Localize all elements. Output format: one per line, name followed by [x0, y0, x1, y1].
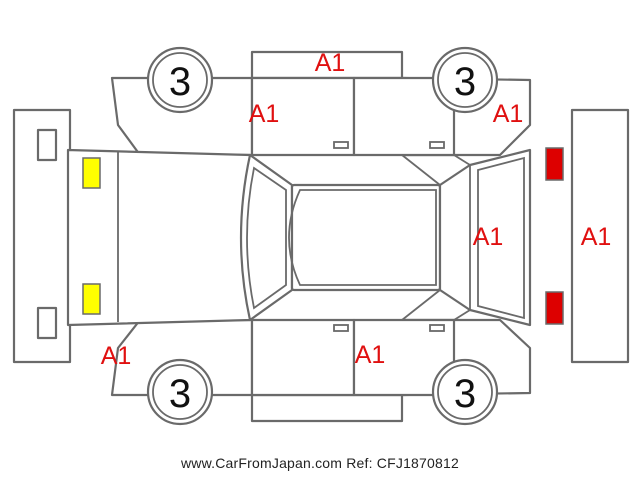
right-side-panels	[110, 318, 532, 423]
tire-grade-front-left: 3	[169, 60, 191, 104]
tire-grade-front-right: 3	[169, 372, 191, 416]
wheel-front-left: 3	[146, 46, 214, 114]
damage-code-right-door: A1	[355, 341, 386, 369]
front-right-light	[82, 283, 101, 315]
wheel-rear-right: 3	[431, 358, 499, 426]
rear-lights	[545, 147, 564, 325]
wheel-rear-left: 3	[431, 46, 499, 114]
damage-code-roof: A1	[315, 49, 346, 77]
wheel-front-right: 3	[146, 358, 214, 426]
front-bumper	[12, 108, 72, 364]
rear-left-light	[545, 147, 564, 181]
damage-code-rear-bumper: A1	[581, 223, 612, 251]
damage-code-front-left-fender: A1	[249, 100, 280, 128]
damage-code-rear-glass: A1	[473, 223, 504, 251]
tire-grade-rear-left: 3	[454, 60, 476, 104]
front-left-light	[82, 157, 101, 189]
left-side-panels	[110, 50, 532, 157]
damage-code-front-right-fender: A1	[101, 342, 132, 370]
rear-bumper	[570, 108, 630, 364]
damage-codes: A1 A1 A1 A1 A1 A1 A1	[101, 49, 612, 370]
damage-code-rear-left-quarter: A1	[493, 100, 524, 128]
rear-right-light	[545, 291, 564, 325]
front-lights	[82, 157, 101, 315]
tire-grade-rear-right: 3	[454, 372, 476, 416]
top-view-body	[66, 148, 532, 327]
watermark-text: www.CarFromJapan.com Ref: CFJ1870812	[181, 455, 459, 471]
